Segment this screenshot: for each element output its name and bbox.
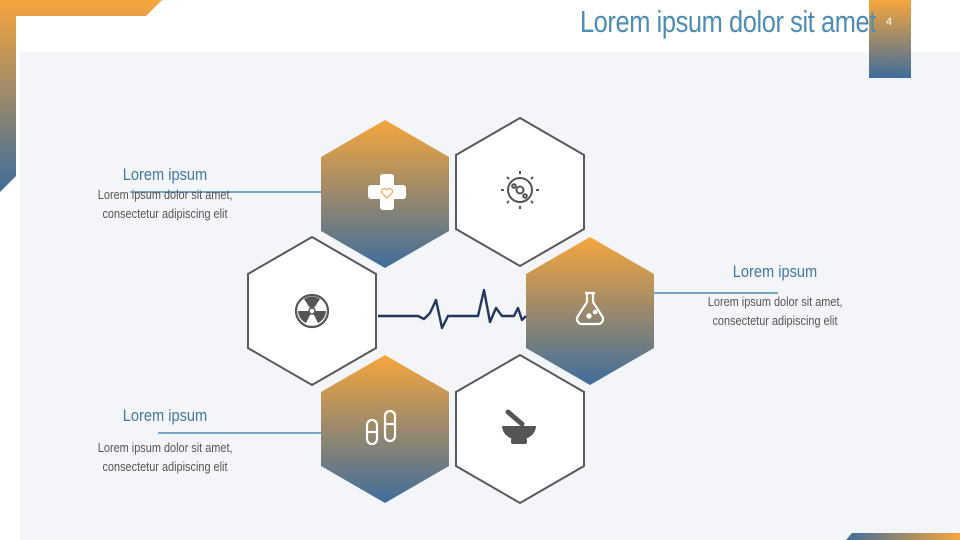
hexagon-4 — [526, 237, 654, 385]
text-block-3-line2: consectetur adipiscing elit — [102, 459, 228, 474]
text-block-2-line1: Lorem ipsum dolor sit amet, — [707, 294, 843, 309]
text-block-2: Lorem ipsum Lorem ipsum dolor sit amet, … — [695, 262, 855, 330]
corner-decoration-top-left — [0, 0, 162, 192]
heartbeat-line — [378, 288, 527, 330]
pills-icon — [365, 409, 397, 446]
text-block-1: Lorem ipsum Lorem ipsum dolor sit amet, … — [85, 165, 245, 223]
page-number: 4 — [886, 16, 893, 28]
flask-icon — [575, 291, 605, 326]
mortar-pestle-icon — [502, 409, 536, 444]
text-block-3: Lorem ipsum Lorem ipsum dolor sit amet, … — [85, 406, 245, 476]
medical-cross-heart-icon — [368, 174, 406, 210]
text-block-1-line1: Lorem ipsum dolor sit amet, — [97, 187, 233, 202]
text-block-3-line1: Lorem ipsum dolor sit amet, — [97, 440, 233, 455]
text-block-1-line2: consectetur adipiscing elit — [102, 206, 228, 221]
radiation-icon — [294, 293, 330, 329]
virus-icon — [501, 171, 539, 209]
text-block-2-line2: consectetur adipiscing elit — [712, 313, 838, 328]
text-block-3-heading: Lorem ipsum — [122, 406, 208, 425]
hexagon-2 — [455, 116, 585, 268]
text-block-1-heading: Lorem ipsum — [122, 165, 208, 184]
slide-title: Lorem ipsum dolor sit amet — [580, 4, 876, 39]
corner-decoration-bottom-right — [846, 533, 960, 540]
page-number-tab — [869, 0, 911, 78]
text-block-2-heading: Lorem ipsum — [732, 262, 818, 281]
